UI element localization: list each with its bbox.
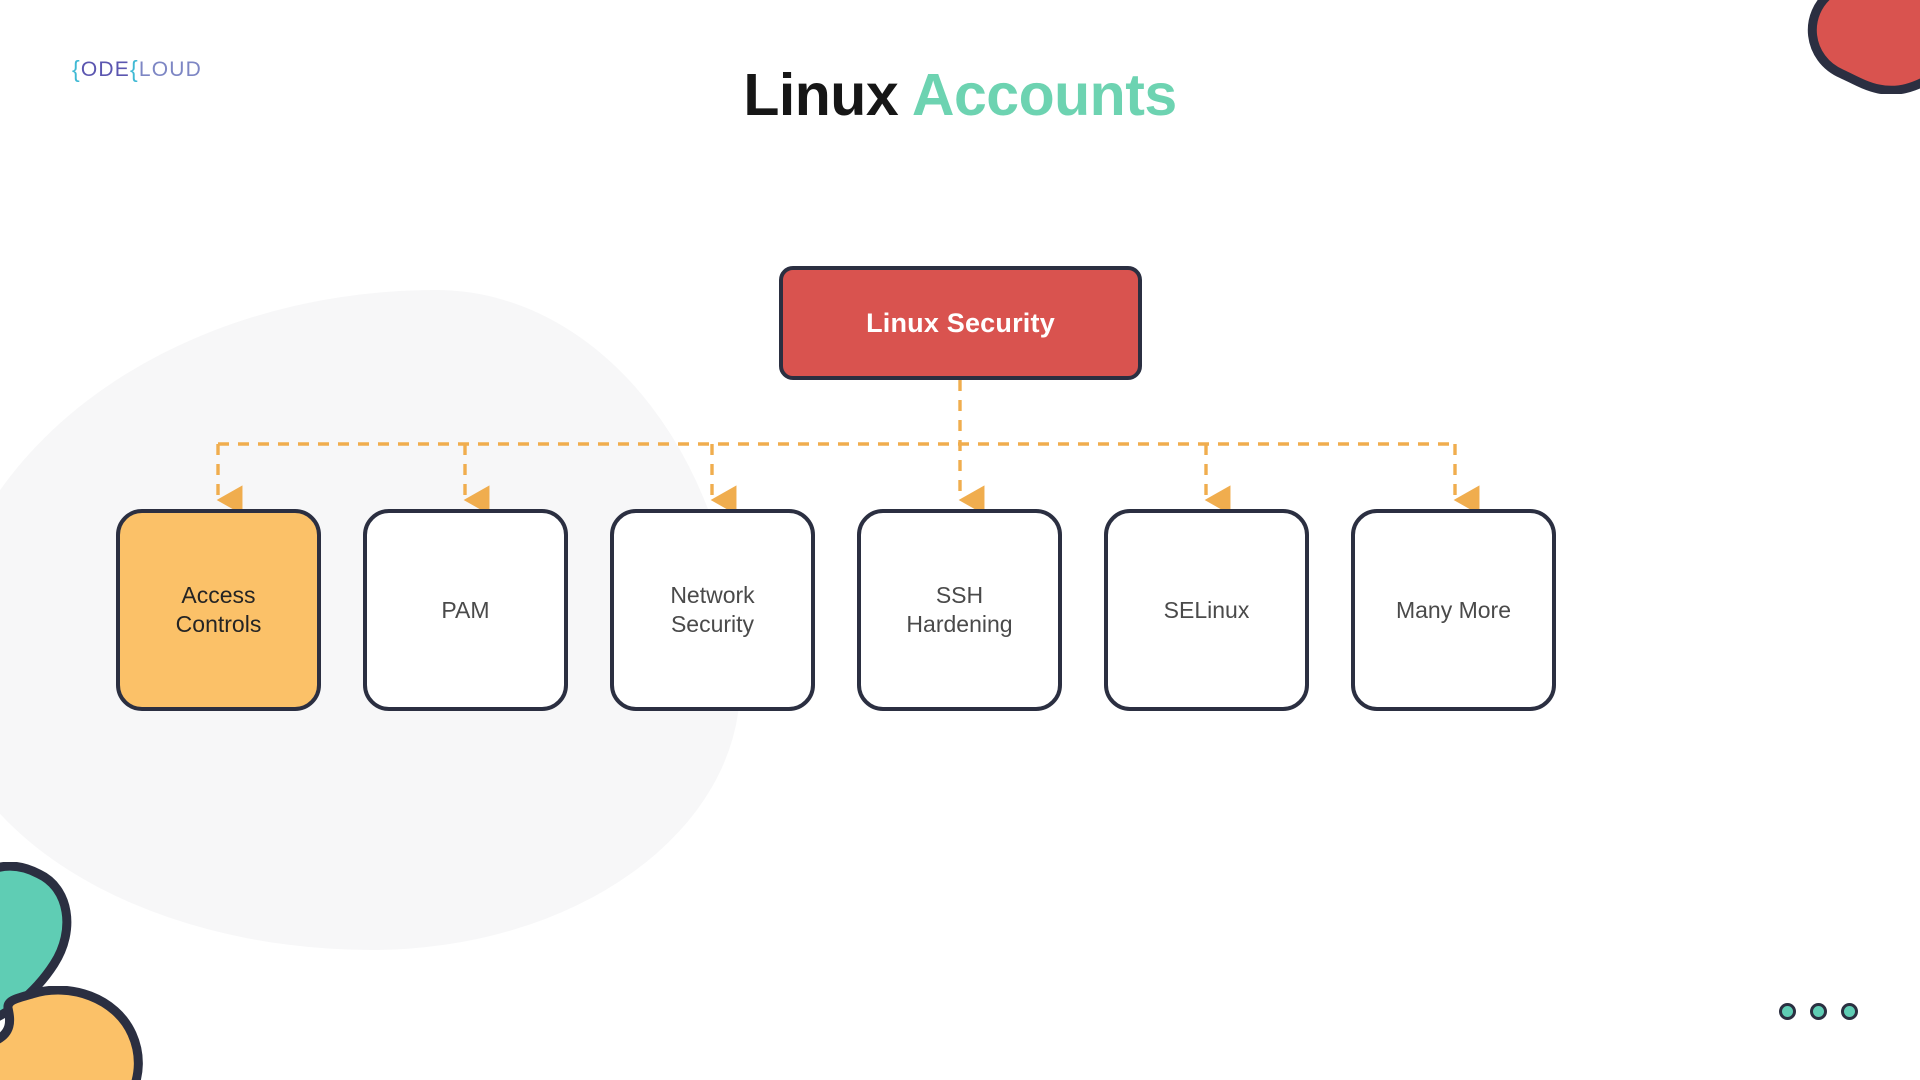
page-title-part1: Linux <box>743 62 899 128</box>
page-indicator-dots[interactable] <box>1779 1003 1858 1020</box>
node-selinux-label: SELinux <box>1163 596 1250 623</box>
page-title-part2: Accounts <box>911 62 1177 128</box>
node-many-more-label: Many More <box>1395 596 1512 623</box>
logo-text-kloud: LOUD <box>138 57 203 81</box>
logo-text-kode: ODE <box>80 57 130 81</box>
page-title: Linux Accounts <box>0 62 1920 130</box>
node-selinux[interactable]: SELinux <box>1104 509 1309 711</box>
kodekloud-logo[interactable]: {ODE{LOUD <box>72 56 202 83</box>
node-linux-security[interactable]: Linux Security <box>779 266 1142 380</box>
page-dot-1[interactable] <box>1779 1003 1796 1020</box>
logo-brace-2-icon: { <box>130 56 139 82</box>
node-linux-security-label: Linux Security <box>866 307 1055 338</box>
page-dot-3[interactable] <box>1841 1003 1858 1020</box>
node-many-more[interactable]: Many More <box>1351 509 1556 711</box>
page-dot-2[interactable] <box>1810 1003 1827 1020</box>
node-pam-label: PAM <box>441 596 490 623</box>
node-pam[interactable]: PAM <box>363 509 568 711</box>
logo-brace-1-icon: { <box>72 56 81 82</box>
